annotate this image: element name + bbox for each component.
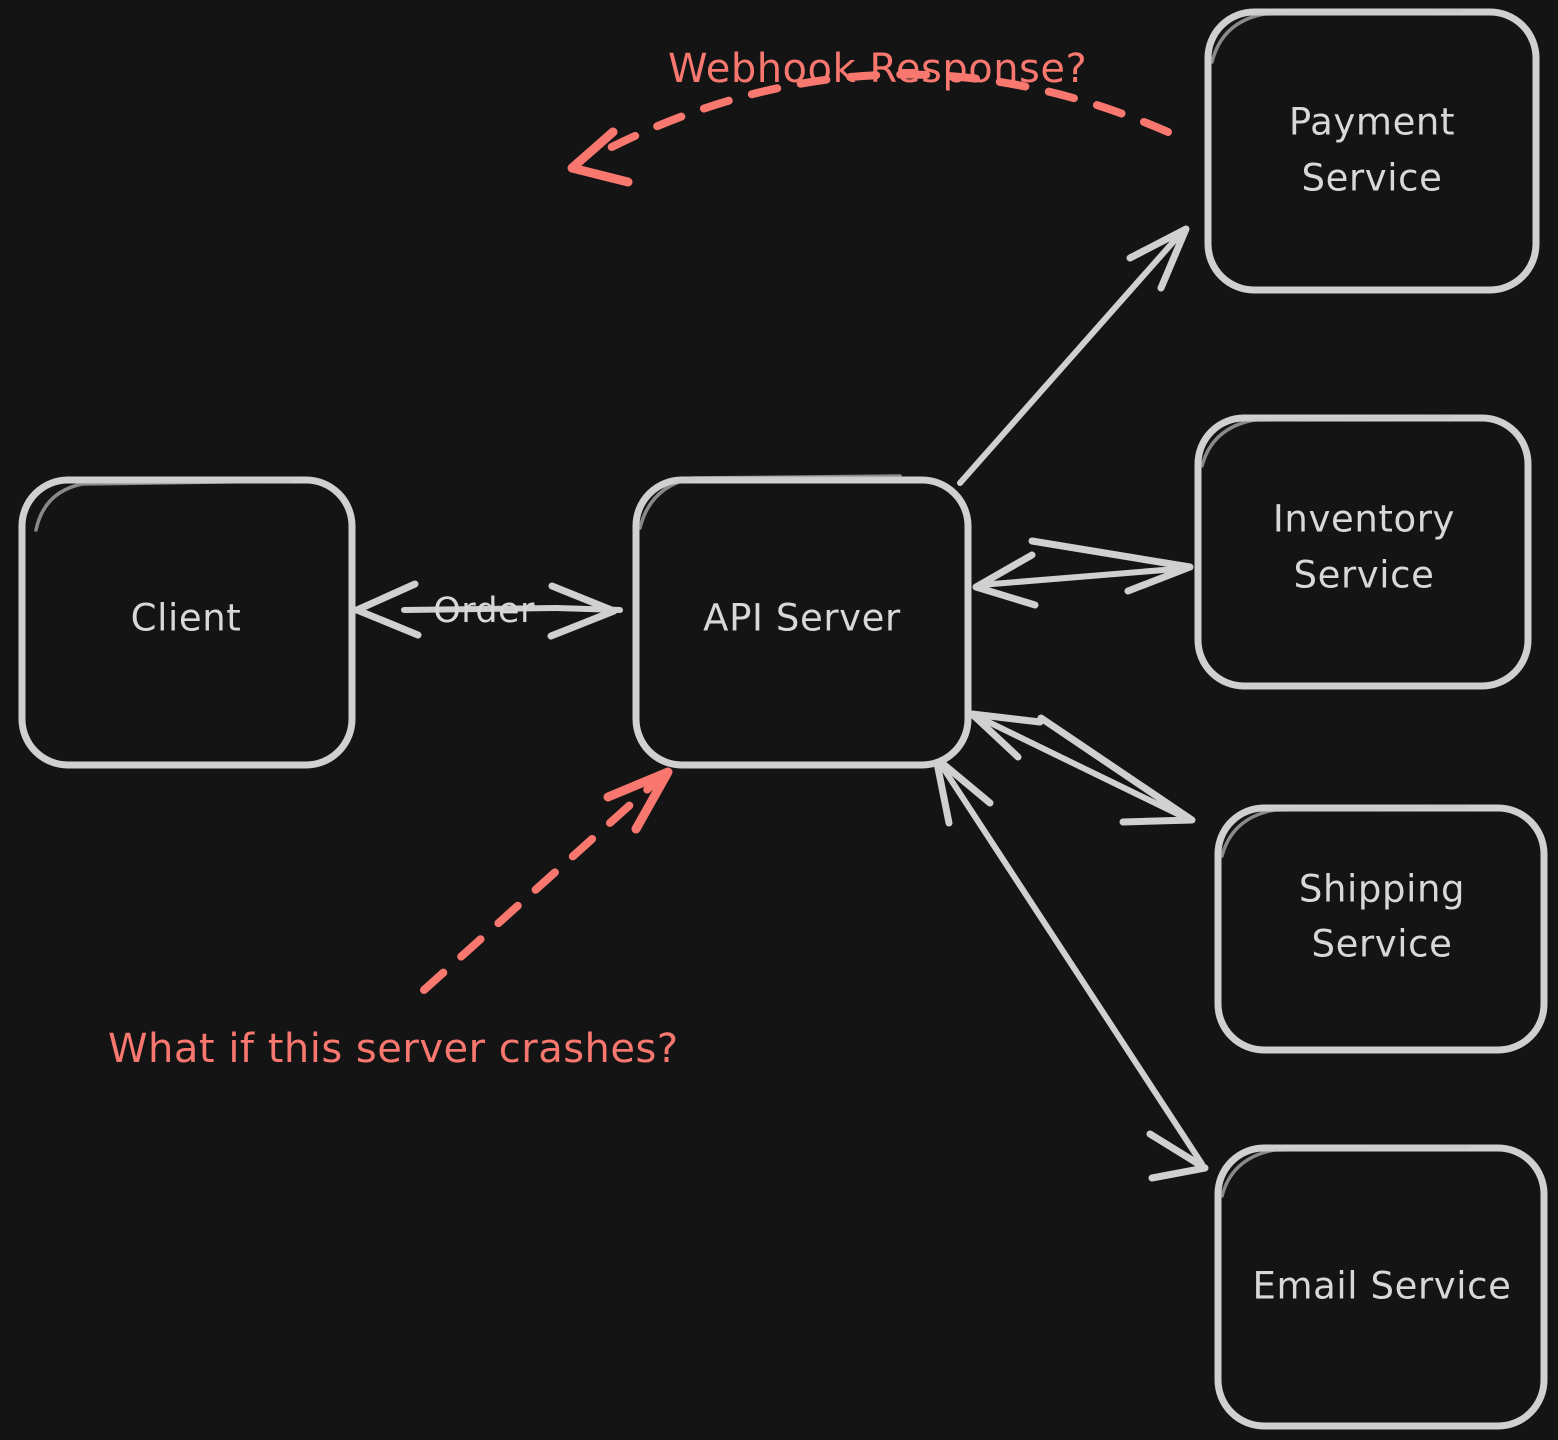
node-api-server-label: API Server bbox=[703, 597, 901, 640]
edge-api-shipping-line bbox=[969, 711, 1193, 823]
node-client-label: Client bbox=[131, 597, 242, 640]
edge-api-email-arrowhead-down bbox=[1146, 1130, 1209, 1182]
node-email-service-label: Email Service bbox=[1253, 1265, 1512, 1308]
edge-api-shipping-arrowhead-left bbox=[968, 710, 1044, 761]
edge-api-payment-arrowhead bbox=[1126, 225, 1190, 292]
node-payment-service-shape bbox=[1204, 8, 1540, 294]
annotation-server-crash: What if this server crashes? bbox=[108, 767, 679, 1072]
node-inventory-service-shape bbox=[1194, 414, 1532, 690]
edge-api-shipping-arrowhead-right bbox=[1037, 714, 1196, 826]
node-api-server-sketch-accent bbox=[638, 474, 902, 530]
node-client-sketch-accent bbox=[34, 479, 292, 532]
annotation-webhook-dashed-line bbox=[590, 70, 1172, 160]
node-inventory-service-label-line2: Service bbox=[1294, 554, 1435, 597]
node-inventory-service-label-line1: Inventory bbox=[1273, 498, 1455, 541]
node-client-shape bbox=[18, 476, 356, 769]
annotation-crash-arrowhead bbox=[603, 767, 673, 834]
edge-api-email-line bbox=[935, 757, 1205, 1167]
annotation-webhook-arrowhead bbox=[567, 127, 633, 187]
node-api-server-shape bbox=[632, 476, 972, 769]
edge-client-api-arrowhead-right bbox=[547, 582, 618, 640]
node-client[interactable]: Client bbox=[18, 476, 356, 769]
node-shipping-service-label-line1: Shipping bbox=[1299, 868, 1465, 911]
node-payment-service-label-line1: Payment bbox=[1289, 101, 1455, 144]
node-email-service-sketch-accent bbox=[1220, 1145, 1470, 1198]
annotation-webhook-response: Webhook Response? bbox=[567, 46, 1172, 187]
edge-api-inventory-line bbox=[977, 565, 1191, 588]
annotation-webhook-label: Webhook Response? bbox=[668, 46, 1087, 92]
edge-api-payment[interactable] bbox=[957, 225, 1190, 486]
edge-api-inventory[interactable] bbox=[972, 537, 1194, 609]
node-payment-service[interactable]: Payment Service bbox=[1204, 8, 1540, 294]
annotation-crash-dashed-line bbox=[420, 774, 664, 994]
node-email-service[interactable]: Email Service bbox=[1214, 1144, 1548, 1430]
edge-api-shipping[interactable] bbox=[968, 710, 1196, 826]
edge-label-order: Order bbox=[433, 591, 535, 631]
node-api-server[interactable]: API Server bbox=[632, 474, 972, 769]
edge-api-inventory-arrowhead-left bbox=[972, 551, 1039, 609]
node-payment-service-label-line2: Service bbox=[1302, 157, 1443, 200]
node-inventory-service[interactable]: Inventory Service bbox=[1194, 414, 1532, 690]
edge-client-api-left-segment bbox=[401, 605, 559, 613]
node-shipping-service-label-line2: Service bbox=[1312, 923, 1453, 966]
node-shipping-service[interactable]: Shipping Service bbox=[1214, 804, 1548, 1054]
node-inventory-service-sketch-accent bbox=[1200, 415, 1454, 468]
edge-api-email-arrowhead-up bbox=[932, 754, 994, 827]
annotation-crash-label: What if this server crashes? bbox=[108, 1026, 679, 1072]
edge-client-api-arrowhead-left bbox=[353, 580, 422, 639]
edge-api-inventory-arrowhead-right bbox=[1028, 537, 1194, 595]
node-shipping-service-sketch-accent bbox=[1220, 805, 1470, 858]
node-payment-service-sketch-accent bbox=[1210, 9, 1462, 64]
edge-api-payment-line bbox=[957, 229, 1185, 486]
edge-client-api[interactable]: Order bbox=[353, 580, 623, 640]
